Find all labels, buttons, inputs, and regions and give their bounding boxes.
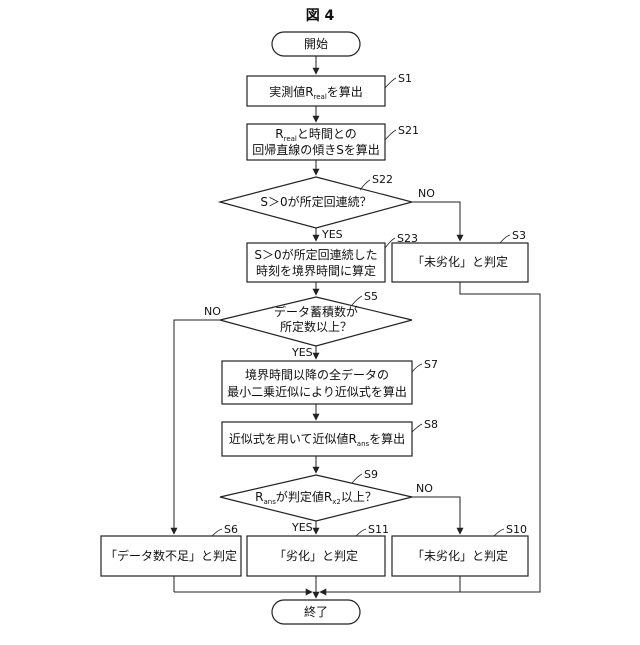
s5-line2: 所定数以上？ xyxy=(280,319,352,334)
s9-b: が判定値R xyxy=(276,489,332,504)
s9-sub-b: x2 xyxy=(332,498,341,506)
s22-step: S22 xyxy=(372,173,393,186)
node-s21: Rrealと時間との 回帰直線の傾きSを算出 S21 xyxy=(247,124,419,160)
s9-a: R xyxy=(255,490,263,504)
s8-text-b: を算出 xyxy=(369,431,405,446)
s6-label: 「データ数不足」と判定 xyxy=(105,548,237,563)
s21-step: S21 xyxy=(398,124,419,137)
start-label: 開始 xyxy=(304,37,328,51)
s7-leader xyxy=(412,364,422,372)
node-s6: 「データ数不足」と判定 S6 xyxy=(101,523,241,576)
node-s9: Ransが判定値Rx2以上？ S9 NO YES xyxy=(220,468,433,534)
edge-s9-no-s10 xyxy=(412,497,460,534)
s3-label: 「未劣化」と判定 xyxy=(412,254,508,269)
s8-leader xyxy=(412,424,422,432)
node-s1: 実測値Rrealを算出 S1 xyxy=(247,72,412,106)
edge-s22-no-s3 xyxy=(412,202,460,241)
s5-yes: YES xyxy=(291,346,313,359)
s8-sub: ans xyxy=(357,440,370,448)
s9-leader xyxy=(352,474,362,483)
s1-step: S1 xyxy=(398,72,412,85)
s9-step: S9 xyxy=(364,468,378,481)
s11-step: S11 xyxy=(368,523,389,536)
node-end: 終了 xyxy=(272,600,360,624)
s21-line2: 回帰直線の傾きSを算出 xyxy=(252,142,380,157)
s7-step: S7 xyxy=(424,358,438,371)
end-label: 終了 xyxy=(304,604,328,619)
s21-leader xyxy=(385,130,396,140)
s7-line1: 境界時間以降の全データの xyxy=(245,367,389,382)
s1-box xyxy=(247,76,385,106)
s3-step: S3 xyxy=(512,229,526,242)
edge-s5-no-s6 xyxy=(174,320,220,534)
node-s11: 「劣化」と判定 S11 xyxy=(247,523,389,576)
s8-text-a: 近似式を用いて近似値R xyxy=(229,431,357,446)
s21-l1-sub: real xyxy=(284,135,297,143)
node-s8: 近似式を用いて近似値Ransを算出 S8 xyxy=(222,418,438,456)
s11-leader xyxy=(356,529,366,536)
s22-leader xyxy=(360,180,370,190)
s7-line2: 最小二乗近似により近似式を算出 xyxy=(227,384,407,399)
s1-sub: real xyxy=(314,93,327,101)
s21-l1-b: と時間との xyxy=(297,127,357,141)
s1-leader xyxy=(385,78,396,88)
s10-leader xyxy=(494,529,504,536)
node-s5: データ蓄積数が 所定数以上？ S5 NO YES xyxy=(204,290,412,359)
s5-line1: データ蓄積数が xyxy=(274,304,358,319)
s5-leader xyxy=(352,296,362,305)
s23-line2: 時刻を境界時間に算定 xyxy=(256,263,376,278)
s1-text-a: 実測値R xyxy=(269,84,313,99)
s5-step: S5 xyxy=(364,290,378,303)
s1-text-b: を算出 xyxy=(327,84,363,99)
s23-line1: S＞0が所定回連続した xyxy=(254,247,377,262)
s9-sub-a: ans xyxy=(264,498,277,506)
s9-yes: YES xyxy=(291,521,313,534)
s21-l1-a: R xyxy=(275,127,283,141)
s8-label: 近似式を用いて近似値Ransを算出 xyxy=(229,431,405,448)
s10-step: S10 xyxy=(506,523,527,536)
s6-leader xyxy=(212,529,222,536)
s9-no: NO xyxy=(416,482,433,495)
s9-c: 以上？ xyxy=(341,490,377,504)
s11-label: 「劣化」と判定 xyxy=(274,548,358,563)
s10-label: 「未劣化」と判定 xyxy=(412,548,508,563)
figure-title: 図 4 xyxy=(306,8,335,24)
node-s22: S＞0が所定回連続？ S22 NO YES xyxy=(220,173,435,241)
s22-yes: YES xyxy=(321,228,343,241)
s3-leader xyxy=(500,235,510,243)
s5-no: NO xyxy=(204,305,221,318)
s6-step: S6 xyxy=(224,523,238,536)
s22-no: NO xyxy=(418,187,435,200)
s22-label: S＞0が所定回連続？ xyxy=(260,194,371,209)
node-s7: 境界時間以降の全データの 最小二乗近似により近似式を算出 S7 xyxy=(222,358,438,404)
node-start: 開始 xyxy=(272,32,360,56)
s8-step: S8 xyxy=(424,418,438,431)
